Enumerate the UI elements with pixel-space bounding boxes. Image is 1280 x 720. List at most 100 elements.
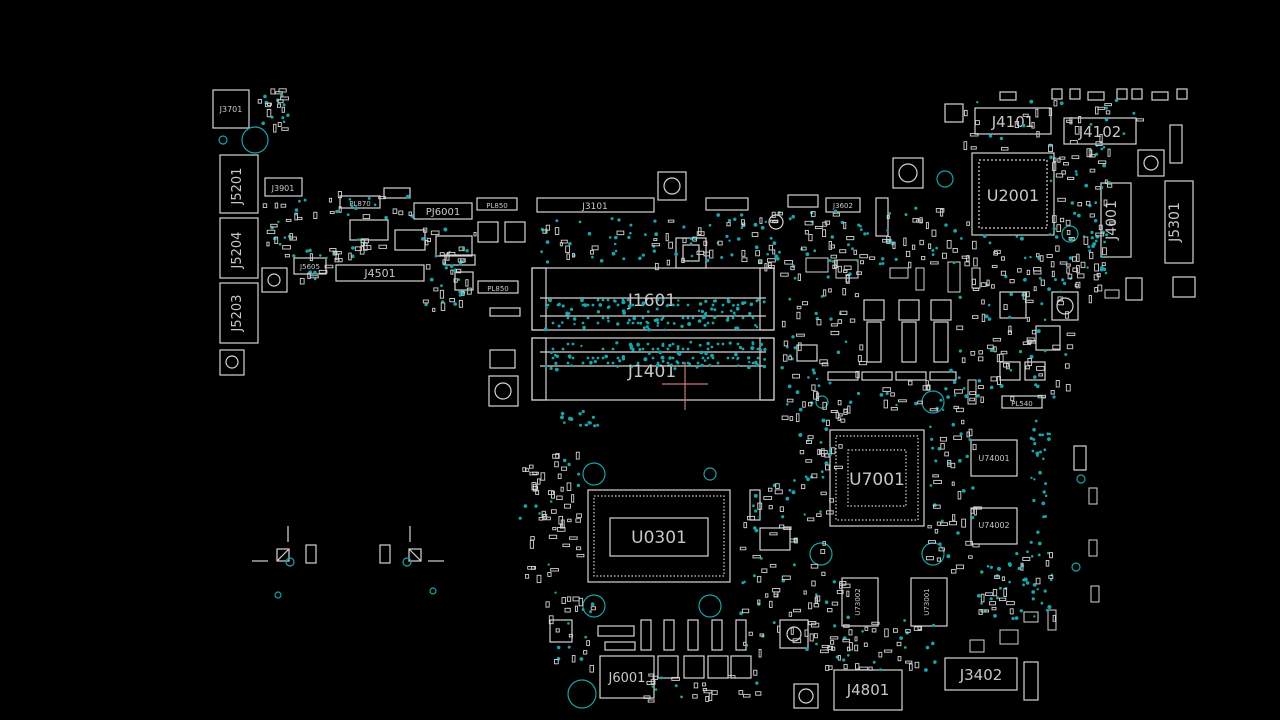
smd-pad bbox=[921, 256, 926, 261]
via bbox=[652, 244, 656, 248]
via bbox=[636, 342, 640, 346]
via bbox=[1041, 501, 1046, 506]
smd-pad bbox=[825, 464, 830, 471]
smd-pad bbox=[752, 554, 761, 559]
connector-j3901[interactable]: J3901 bbox=[264, 177, 303, 197]
via bbox=[655, 318, 659, 322]
connector-j3701[interactable]: J3701 bbox=[212, 89, 250, 129]
smd-pad bbox=[425, 264, 431, 270]
smd-pad bbox=[813, 390, 818, 400]
connector-j5204[interactable]: J5204 bbox=[219, 217, 259, 279]
smd-pad bbox=[1077, 202, 1083, 207]
via bbox=[828, 381, 832, 385]
via bbox=[1017, 566, 1021, 571]
chip-u7001[interactable]: U7001 bbox=[829, 429, 925, 527]
chip-u74001[interactable]: U74001 bbox=[970, 439, 1018, 477]
connector-j6001[interactable]: J6001 bbox=[599, 655, 655, 699]
via bbox=[656, 298, 660, 302]
smd-pad bbox=[935, 208, 945, 213]
smd-pad bbox=[665, 233, 669, 242]
pad-square bbox=[219, 349, 245, 376]
smd-pad bbox=[905, 629, 911, 633]
connector-j4101[interactable]: J4101 bbox=[974, 107, 1052, 135]
via bbox=[661, 359, 665, 363]
connector-j3101[interactable]: J3101 bbox=[536, 197, 655, 213]
via bbox=[1052, 395, 1056, 399]
chip-u73002[interactable]: U73002 bbox=[841, 577, 879, 627]
smd-pad bbox=[939, 436, 947, 442]
connector-j4801[interactable]: J4801 bbox=[833, 669, 903, 711]
smd-pad bbox=[775, 483, 780, 489]
via bbox=[957, 376, 961, 380]
smd-pad bbox=[965, 540, 973, 546]
via bbox=[756, 356, 760, 360]
via bbox=[914, 401, 918, 406]
smd-pad bbox=[277, 99, 284, 104]
via bbox=[1033, 615, 1036, 618]
chip-u0301[interactable]: U0301 bbox=[587, 489, 731, 583]
via bbox=[791, 335, 795, 339]
inductor-pl850-b[interactable]: PL850 bbox=[477, 280, 519, 294]
via bbox=[760, 225, 765, 230]
inductor-pl540[interactable]: PL540 bbox=[1001, 395, 1043, 409]
connector-j5201[interactable]: J5201 bbox=[219, 154, 259, 214]
smd-pad bbox=[1071, 155, 1080, 160]
via bbox=[651, 356, 655, 360]
via bbox=[752, 574, 756, 578]
connector-j3602[interactable]: J3602 bbox=[825, 197, 861, 213]
via bbox=[696, 361, 700, 365]
connector-pj6001[interactable]: PJ6001 bbox=[413, 202, 473, 220]
connector-j4102[interactable]: J4102 bbox=[1063, 117, 1137, 145]
via bbox=[581, 361, 585, 365]
dimm-slot-j1601[interactable]: J1601 bbox=[531, 267, 775, 331]
via bbox=[566, 361, 570, 365]
smd-pad bbox=[884, 628, 889, 638]
via bbox=[554, 361, 558, 365]
via bbox=[686, 316, 690, 320]
via bbox=[656, 363, 660, 368]
via bbox=[752, 504, 755, 508]
via bbox=[986, 565, 990, 568]
chip-u2001[interactable]: U2001 bbox=[971, 152, 1055, 236]
inductor-pl870[interactable]: PL870 bbox=[339, 195, 381, 209]
label-j5301: J5301 bbox=[1167, 202, 1183, 243]
smd-pad bbox=[843, 222, 847, 230]
smd-pad bbox=[1000, 270, 1007, 276]
via bbox=[1034, 383, 1038, 387]
connector-j4001[interactable]: J4001 bbox=[1100, 182, 1132, 258]
via bbox=[583, 303, 588, 308]
smd-pad bbox=[1136, 118, 1144, 122]
connector-j5301[interactable]: J5301 bbox=[1164, 180, 1194, 264]
smd-pad bbox=[652, 675, 659, 680]
smd-pad bbox=[575, 451, 580, 460]
via bbox=[989, 385, 994, 390]
smd-pad bbox=[693, 682, 699, 689]
connector-j3402[interactable]: J3402 bbox=[944, 657, 1018, 691]
smd-pad bbox=[709, 249, 714, 259]
smd-pad bbox=[266, 229, 276, 235]
via bbox=[544, 364, 548, 368]
via bbox=[1025, 581, 1030, 585]
smd-pad bbox=[829, 498, 834, 503]
smd-pad bbox=[768, 505, 773, 510]
smd-pad bbox=[278, 88, 287, 93]
component bbox=[705, 197, 749, 211]
smd-pad bbox=[556, 527, 566, 532]
via bbox=[547, 563, 550, 566]
dimm-slot-j1401[interactable]: J1401 bbox=[531, 337, 775, 401]
smd-pad bbox=[981, 299, 985, 305]
connector-j5203[interactable]: J5203 bbox=[219, 282, 259, 344]
smd-pad bbox=[956, 407, 964, 413]
via bbox=[899, 636, 903, 640]
inductor-pl850-a[interactable]: PL850 bbox=[476, 197, 518, 211]
smd-pad bbox=[1020, 562, 1024, 571]
via bbox=[930, 437, 934, 441]
connector-j4501[interactable]: J4501 bbox=[335, 264, 425, 282]
via bbox=[725, 234, 729, 238]
via bbox=[711, 321, 715, 325]
smd-pad bbox=[969, 133, 979, 137]
smd-pad bbox=[797, 273, 801, 281]
chip-u74002[interactable]: U74002 bbox=[970, 507, 1018, 545]
chip-u73001[interactable]: U73001 bbox=[910, 577, 948, 627]
